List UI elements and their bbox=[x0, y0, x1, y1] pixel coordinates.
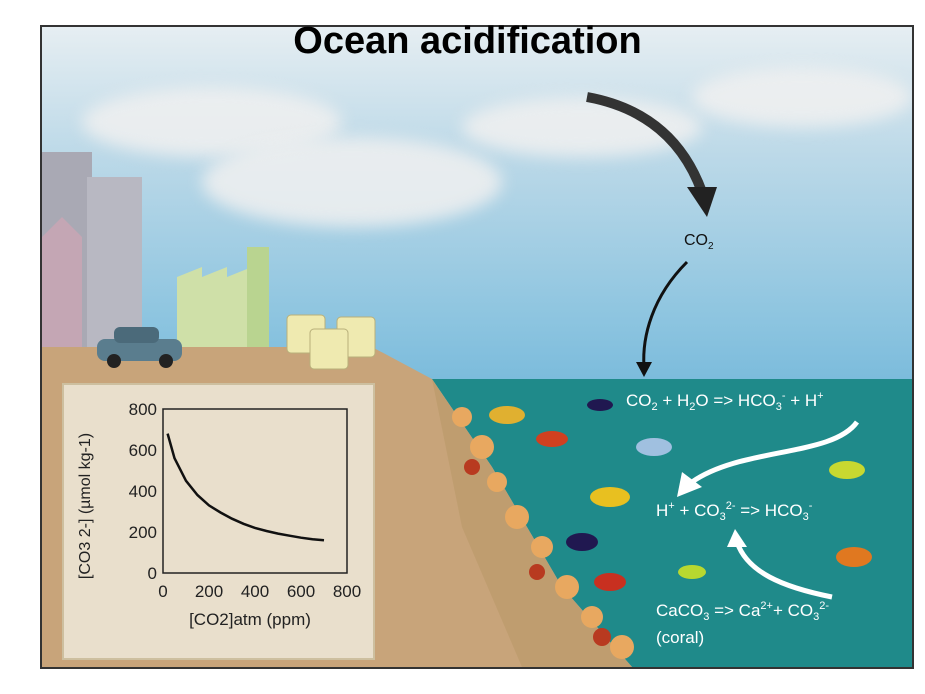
equation-segment: + bbox=[817, 390, 824, 402]
equation-segment: O => HCO bbox=[695, 391, 776, 410]
arrow-head bbox=[636, 362, 652, 377]
y-tick-label: 400 bbox=[129, 482, 157, 501]
equation-segment: 2 bbox=[651, 401, 658, 413]
y-tick-label: 200 bbox=[129, 523, 157, 542]
y-tick-label: 0 bbox=[148, 564, 157, 583]
equation-calcium-carbonate: CaCO3 => Ca2++ CO32- bbox=[656, 600, 829, 623]
equation-segment: => Ca bbox=[709, 601, 761, 620]
equation-segment: H bbox=[656, 501, 669, 520]
x-tick-label: 400 bbox=[241, 582, 269, 601]
car bbox=[97, 327, 182, 368]
chart-inset: 0 200 400 600 800 0 200 400 600 800 [CO2]atm (ppm)… bbox=[62, 383, 375, 660]
equation-segment: - bbox=[808, 500, 813, 512]
seafloor bbox=[432, 379, 632, 667]
storage-tanks bbox=[286, 314, 376, 370]
equation-segment: => HCO bbox=[735, 501, 803, 520]
coral bbox=[452, 407, 634, 659]
co2-to-ocean-arrow bbox=[642, 260, 689, 368]
equation-segment: - bbox=[781, 390, 786, 402]
equation-segment: CO bbox=[684, 232, 708, 249]
x-tick-label: 600 bbox=[287, 582, 315, 601]
x-axis-label: [CO2]atm (ppm) bbox=[189, 610, 311, 629]
carbonate-arrow bbox=[734, 541, 833, 600]
equation-segment: 2 bbox=[689, 401, 696, 413]
arrow-head bbox=[677, 472, 702, 497]
equation-segment: 2- bbox=[819, 600, 830, 612]
page-title: Ocean acidification bbox=[293, 20, 642, 62]
x-tick-label: 200 bbox=[195, 582, 223, 601]
equation-segment: + CO bbox=[674, 501, 720, 520]
equation-segment: 3 bbox=[802, 511, 809, 523]
equation-segment: + CO bbox=[772, 601, 814, 620]
plot-area bbox=[162, 408, 348, 574]
equation-segment: 3 bbox=[719, 511, 726, 523]
building bbox=[42, 217, 82, 347]
equation-carbonate-hydrogen: H+ + CO32- => HCO3- bbox=[656, 500, 812, 523]
building bbox=[87, 177, 142, 347]
h-ion-arrow bbox=[690, 420, 860, 485]
co2-label: CO2 bbox=[684, 232, 714, 252]
y-axis-label: [CO3 2-] (µmol kg-1) bbox=[77, 433, 94, 579]
equation-segment: 3 bbox=[775, 401, 782, 413]
data-line bbox=[166, 433, 325, 542]
smokestack bbox=[247, 247, 269, 347]
equation-segment: + H bbox=[785, 391, 818, 410]
x-tick-label: 800 bbox=[333, 582, 361, 601]
arrow-head bbox=[727, 529, 747, 547]
factory bbox=[177, 267, 252, 347]
equation-segment: + H bbox=[657, 391, 690, 410]
coral-note: (coral) bbox=[656, 628, 705, 647]
equation-segment: CaCO bbox=[656, 601, 704, 620]
equation-segment: CO bbox=[626, 391, 652, 410]
x-tick-label: 0 bbox=[158, 582, 167, 601]
cloud bbox=[202, 137, 502, 227]
equation-segment: 3 bbox=[703, 611, 710, 623]
equation-segment: 2 bbox=[708, 241, 714, 253]
y-tick-label: 600 bbox=[129, 441, 157, 460]
equation-segment: 3 bbox=[813, 611, 820, 623]
equation-co2-water: CO2 + H2O => HCO3- + H+ bbox=[626, 390, 824, 413]
arrow-head bbox=[687, 187, 717, 217]
equation-segment: + bbox=[668, 500, 675, 512]
co2-arrow bbox=[586, 92, 707, 194]
equation-segment: 2+ bbox=[760, 600, 773, 612]
cloud bbox=[692, 67, 912, 127]
equation-segment: 2- bbox=[725, 500, 736, 512]
y-tick-label: 800 bbox=[129, 400, 157, 419]
carbonate-chart: 0 200 400 600 800 0 200 400 600 800 [CO2]atm (ppm)… bbox=[77, 400, 361, 629]
fish-group bbox=[489, 399, 872, 591]
